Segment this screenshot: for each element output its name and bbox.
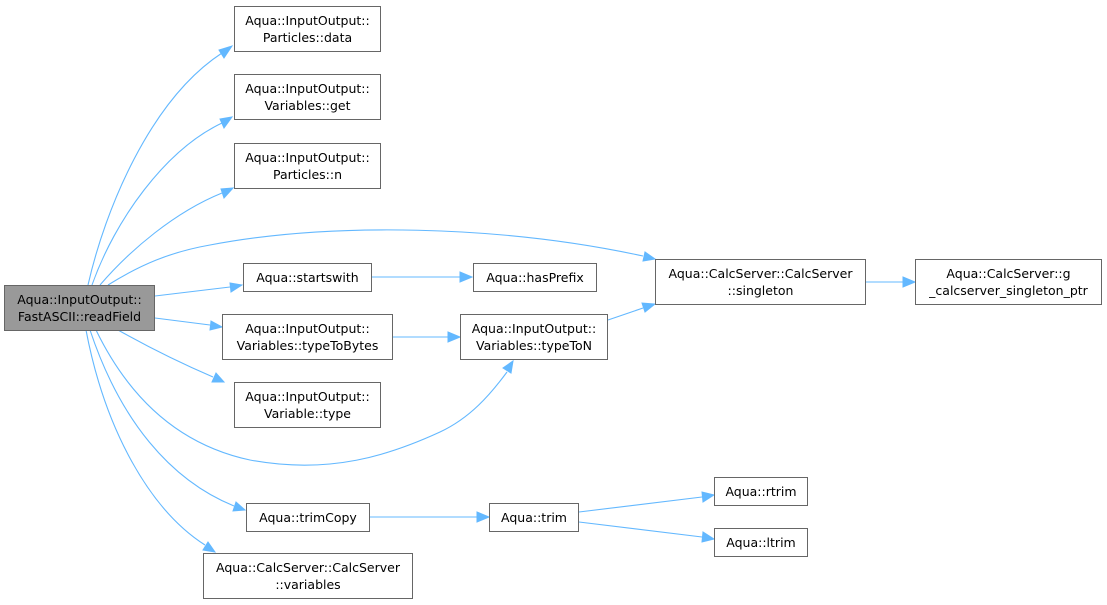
node-label: Variable::type [264,406,351,421]
node-label: Aqua::CalcServer::g [946,266,1071,281]
arrowhead [459,271,474,283]
node-label: Variables::typeToBytes [236,338,379,353]
node-label: Aqua::CalcServer::CalcServer [216,560,400,575]
node-type-to-bytes[interactable]: Aqua::InputOutput:: Variables::typeToByt… [222,314,393,360]
arrowhead [232,501,247,512]
edge-type-to-n-to-singleton [607,307,644,321]
node-label: Particles::data [262,30,353,45]
arrowhead [642,251,657,262]
arrowhead [502,359,514,374]
node-label: Aqua::trim [501,510,567,525]
node-label: Aqua::ltrim [726,535,796,550]
node-g-calcserver-singleton-ptr[interactable]: Aqua::CalcServer::g _calcserver_singleto… [915,259,1102,305]
node-label: Aqua::CalcServer::CalcServer [668,266,853,281]
edge-root-to-particles-n [99,192,223,286]
arrowhead [902,276,917,288]
node-label: Aqua::rtrim [725,484,797,499]
node-variable-type[interactable]: Aqua::InputOutput:: Variable::type [234,382,381,428]
node-label: Aqua::InputOutput:: [17,292,142,307]
node-calcserver-variables[interactable]: Aqua::CalcServer::CalcServer ::variables [203,553,413,599]
node-calcserver-singleton[interactable]: Aqua::CalcServer::CalcServer ::singleton [655,259,866,305]
node-startswith[interactable]: Aqua::startswith [243,263,372,292]
arrowhead [641,302,657,313]
node-label: ::variables [275,577,341,592]
node-label: Aqua::InputOutput:: [245,321,370,336]
node-label: Aqua::InputOutput:: [245,150,370,165]
node-label: Aqua::hasPrefix [486,270,584,285]
node-label: Aqua::InputOutput:: [471,321,597,336]
node-label: Aqua::startswith [256,270,359,285]
node-ltrim[interactable]: Aqua::ltrim [714,528,808,557]
node-type-to-n[interactable]: Aqua::InputOutput:: Variables::typeToN [460,314,608,360]
node-label: _calcserver_singleton_ptr [929,283,1088,298]
node-trim[interactable]: Aqua::trim [489,503,579,532]
arrowhead [447,331,462,343]
node-trimcopy[interactable]: Aqua::trimCopy [246,503,370,532]
arrowhead [209,320,224,331]
node-label: Variables::get [264,98,351,113]
edge-root-to-particles-data [87,52,223,286]
node-label: Aqua::InputOutput:: [245,389,370,404]
node-label: Particles::n [272,167,343,182]
node-label: Aqua::InputOutput:: [245,13,370,28]
arrowhead [218,45,234,59]
node-hasprefix[interactable]: Aqua::hasPrefix [473,263,597,292]
arrowhead [229,282,244,293]
arrowhead [701,491,716,503]
edge-root-to-type-to-n [95,329,508,466]
node-label: ::singleton [727,283,794,298]
edge-trim-to-ltrim [578,521,703,538]
arrowhead [202,541,217,553]
edge-root-to-variables [85,329,206,546]
node-label: FastASCII::readField [17,309,142,324]
edge-root-to-type-to-bytes [154,317,211,326]
edge-root-to-trimcopy [89,329,235,507]
node-particles-data[interactable]: Aqua::InputOutput:: Particles::data [234,6,381,52]
node-root-readfield: Aqua::InputOutput:: FastASCII::readField [4,285,155,331]
arrowhead [211,372,226,383]
edge-root-to-startswith [154,286,231,297]
arrowhead [701,531,716,543]
node-label: Variables::typeToN [476,338,592,353]
node-label: Aqua::trimCopy [259,510,357,525]
node-rtrim[interactable]: Aqua::rtrim [714,477,808,506]
node-variables-get[interactable]: Aqua::InputOutput:: Variables::get [234,74,381,120]
arrowhead [219,116,234,129]
edge-root-to-variable-type [117,329,214,378]
edge-trim-to-rtrim [578,496,703,513]
node-particles-n[interactable]: Aqua::InputOutput:: Particles::n [234,143,381,189]
node-label: Aqua::InputOutput:: [245,81,370,96]
edge-root-to-singleton [107,229,644,286]
arrowhead [220,187,235,199]
edge-root-to-variables-get [91,122,223,286]
arrowhead [476,511,491,523]
